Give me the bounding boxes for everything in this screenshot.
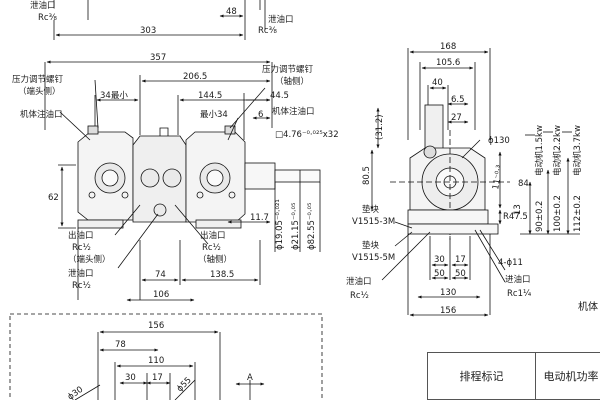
label-shaft-side: （轴侧） xyxy=(275,76,309,87)
motor-label-3-7kw: 电动机3.7kw xyxy=(572,125,583,176)
right-end-view xyxy=(370,48,580,317)
bottom-view xyxy=(9,313,323,400)
label-a: A xyxy=(247,373,253,383)
dim-80-5: 80.5 xyxy=(362,166,372,185)
spec-table: 排程标记 电动机功率 xyxy=(427,352,600,400)
label-pressure-screw-end: 压力调节螺钉 xyxy=(12,74,64,85)
dim-90: 90±0.2 xyxy=(535,201,545,232)
label-drain-bottom: 泄油口 xyxy=(68,268,94,279)
dim-11: 11⁻⁰·³ xyxy=(491,164,505,190)
label-fill-port-right: 机体注油口 xyxy=(272,106,315,117)
dim-phi-19: ϕ19.05⁻⁰·⁰²¹ xyxy=(275,199,285,250)
label-inlet-rc: Rc1¼ xyxy=(507,289,531,299)
label-pressure-screw-shaft: 压力调节螺钉 xyxy=(262,64,314,75)
dim-bottom-78: 78 xyxy=(115,340,126,350)
dim-100: 100±0.2 xyxy=(553,195,563,232)
dim-40: 40 xyxy=(432,78,443,88)
dim-84: 84 xyxy=(518,179,529,189)
label-outlet-shaft: 出油口 xyxy=(200,230,226,241)
dim-303: 303 xyxy=(140,26,156,36)
label-drain-bottom-rc: Rc½ xyxy=(72,281,91,291)
dim-6: 6 xyxy=(258,110,263,120)
dim-144-5: 144.5 xyxy=(198,91,222,101)
dim-key: □4.76⁻⁰·⁰²⁵x32 xyxy=(275,130,339,140)
label-outlet-end-side: （端头侧） xyxy=(68,254,111,265)
label-outlet-shaft-side: （轴侧） xyxy=(198,254,232,265)
label-pad-2-model: V1515-5M xyxy=(352,253,395,263)
dim-44-5: 44.5 xyxy=(270,91,289,101)
dim-13: 13 xyxy=(513,204,523,215)
label-outlet-end-rc: Rc½ xyxy=(72,243,91,253)
dim-130: 130 xyxy=(440,288,456,298)
label-edge-text: 机体 xyxy=(578,300,598,313)
drain-callout-2-rc: Rc⅜ xyxy=(258,26,277,36)
dim-138-5: 138.5 xyxy=(210,270,234,280)
label-outlet-end: 出油口 xyxy=(68,230,94,241)
dim-156: 156 xyxy=(440,306,456,316)
label-pad-1: 垫块 xyxy=(362,204,380,215)
dim-bottom-156: 156 xyxy=(148,321,164,331)
dim-31-2: (31.2) xyxy=(375,114,385,140)
dim-17: 17 xyxy=(455,255,466,265)
dim-bottom-30: 30 xyxy=(125,373,136,383)
dim-105-6: 105.6 xyxy=(436,58,460,68)
dim-48: 48 xyxy=(226,7,237,17)
dim-bottom-phi-30: ϕ30 xyxy=(66,385,85,400)
label-inlet: 进油口 xyxy=(505,274,531,285)
dim-27: 27 xyxy=(451,113,462,123)
label-drain-rc: Rc½ xyxy=(350,291,369,301)
dim-206-5: 206.5 xyxy=(183,72,207,82)
dim-50-b: 50 xyxy=(455,269,466,279)
dim-phi-82: ϕ82.55⁻⁰·⁰⁵ xyxy=(307,203,317,250)
dim-50-a: 50 xyxy=(434,269,445,279)
dim-phi-130: ϕ130 xyxy=(488,136,510,146)
dim-168: 168 xyxy=(440,42,456,52)
dim-bottom-110: 110 xyxy=(148,356,164,366)
dim-6-5: 6.5 xyxy=(451,95,465,105)
left-view-text: 泄油口 Rc⅜ 泄油口 Rc⅜ 303 48 357 206.5 144.5 4… xyxy=(12,0,339,300)
dim-r47-5: R47.5 xyxy=(503,212,528,222)
drain-callout-1: 泄油口 xyxy=(30,0,56,11)
dim-bottom-phi-55: ϕ55 xyxy=(175,375,194,394)
dim-phi-21: ϕ21.15⁻⁰·⁰⁵ xyxy=(291,203,301,250)
label-pad-1-model: V1515-3M xyxy=(352,217,395,227)
label-end-side: （端头侧） xyxy=(18,86,61,97)
motor-label-2-2kw: 电动机2.2kw xyxy=(552,125,563,176)
dim-34-min-right: 最小34 xyxy=(200,109,228,120)
dim-11-7: 11.7 xyxy=(250,213,269,223)
dim-112: 112±0.2 xyxy=(573,195,583,232)
dim-74: 74 xyxy=(155,270,166,280)
dim-62: 62 xyxy=(48,193,59,203)
drain-callout-1-rc: Rc⅜ xyxy=(38,13,57,23)
dim-34-min-left: 34最小 xyxy=(100,90,128,101)
dim-106: 106 xyxy=(153,290,169,300)
table-header-stroke-mark: 排程标记 xyxy=(427,352,536,400)
label-fill-port-left: 机体注油口 xyxy=(20,109,63,120)
dim-bottom-17: 17 xyxy=(152,373,163,383)
left-side-view xyxy=(44,0,321,302)
dim-357: 357 xyxy=(150,53,166,63)
label-outlet-shaft-rc: Rc½ xyxy=(202,243,221,253)
table-row: 排程标记 电动机功率 xyxy=(427,352,600,400)
dim-holes: 4-ϕ11 xyxy=(498,258,523,268)
motor-label-1-5kw: 电动机1.5kw xyxy=(534,125,545,176)
right-view-text: 168 105.6 40 6.5 27 84 R47.5 13 ϕ130 (31… xyxy=(346,42,598,316)
dim-30: 30 xyxy=(434,255,445,265)
label-pad-2: 垫块 xyxy=(362,240,380,251)
label-drain: 泄油口 xyxy=(346,276,372,287)
drain-callout-2: 泄油口 xyxy=(268,14,294,25)
table-header-motor-power: 电动机功率 xyxy=(535,352,600,400)
